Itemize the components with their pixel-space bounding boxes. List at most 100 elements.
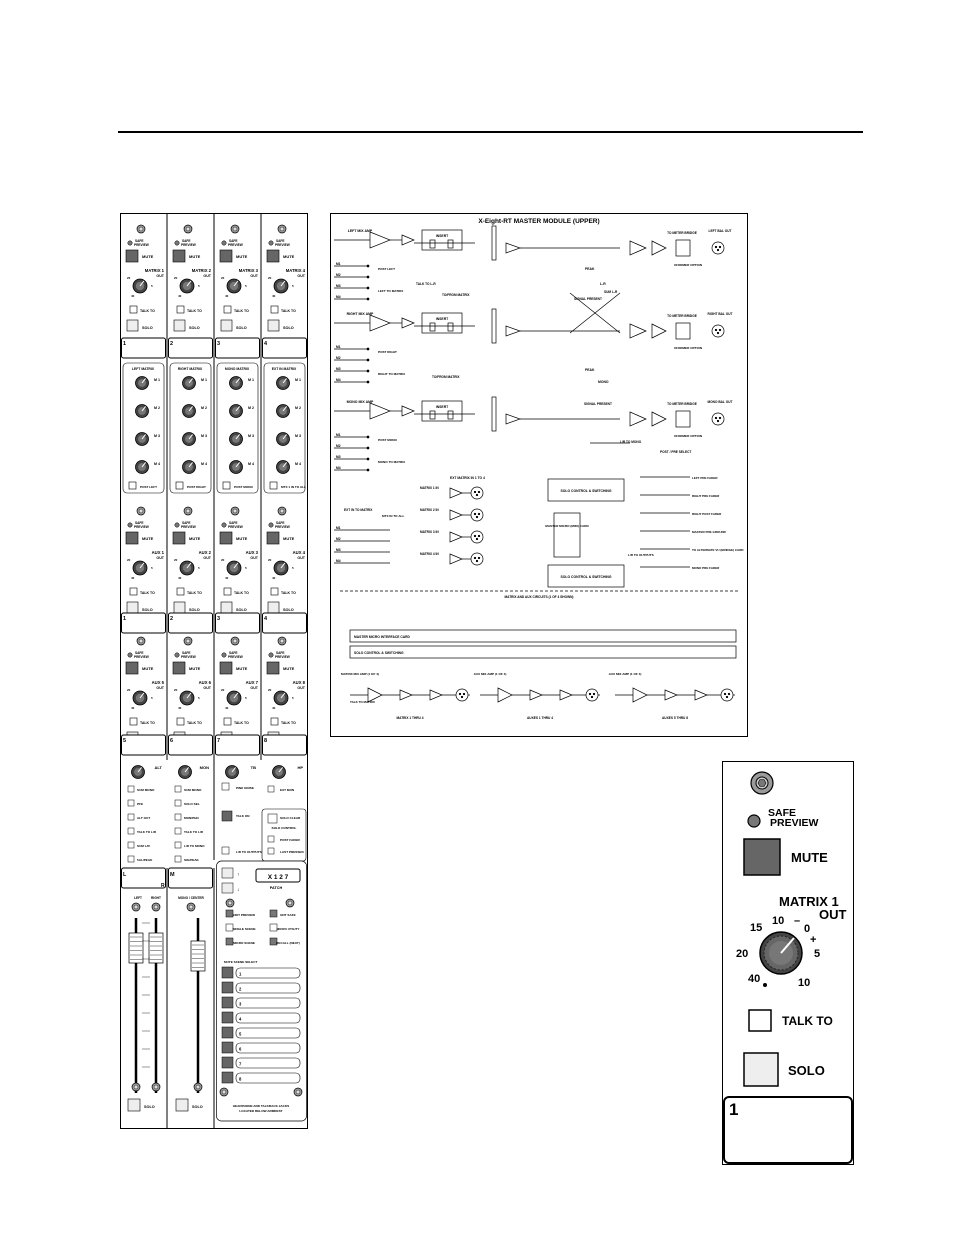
talk-to-button[interactable] xyxy=(748,1009,772,1032)
fader-cap-3[interactable] xyxy=(190,940,206,972)
scene-button-8[interactable] xyxy=(221,1071,234,1084)
aux-b-talk-to-button-2[interactable] xyxy=(176,717,185,726)
matrix-level-knob-1[interactable] xyxy=(132,278,148,294)
lower-2-button-5[interactable] xyxy=(174,841,182,849)
aux-b-level-knob-3[interactable] xyxy=(226,690,242,706)
matrix-send-knob-3-4[interactable] xyxy=(229,460,243,474)
matrix-post-button-1[interactable] xyxy=(128,481,137,490)
matrix-solo-button-4[interactable] xyxy=(267,319,280,332)
matrix-send-knob-1-2[interactable] xyxy=(135,404,149,418)
aux-a-mute-button-4[interactable] xyxy=(266,531,280,545)
lower-1-button-5[interactable] xyxy=(127,841,135,849)
aux-a-level-knob-4[interactable] xyxy=(273,560,289,576)
lower-1-button-2[interactable] xyxy=(127,799,135,807)
scene-ctl-button-3[interactable] xyxy=(225,923,234,932)
scene-button-4[interactable] xyxy=(221,1011,234,1024)
lower-knob-1[interactable] xyxy=(131,765,145,779)
scene-ctl-button-5[interactable] xyxy=(225,937,234,946)
aux-a-level-knob-3[interactable] xyxy=(226,560,242,576)
matrix-level-knob-2[interactable] xyxy=(179,278,195,294)
matrix-send-knob-2-4[interactable] xyxy=(182,460,196,474)
matrix-mute-button-3[interactable] xyxy=(219,249,233,263)
fader-cap-2[interactable] xyxy=(148,932,164,964)
lower-2-button-3[interactable] xyxy=(174,813,182,821)
matrix-solo-button-1[interactable] xyxy=(126,319,139,332)
lower-4-button-1[interactable] xyxy=(267,785,275,793)
matrix-post-button-4[interactable] xyxy=(269,481,278,490)
matrix-send-knob-4-4[interactable] xyxy=(276,460,290,474)
fader-cap-1[interactable] xyxy=(128,932,144,964)
aux-b-level-knob-2[interactable] xyxy=(179,690,195,706)
aux-a-talk-to-button-2[interactable] xyxy=(176,587,185,596)
matrix-send-knob-4-2[interactable] xyxy=(276,404,290,418)
matrix-level-knob-3[interactable] xyxy=(226,278,242,294)
aux-a-solo-button-2[interactable] xyxy=(173,601,186,614)
aux-a-solo-button-1[interactable] xyxy=(126,601,139,614)
patch-up-button[interactable] xyxy=(221,867,234,879)
lower-1-button-1[interactable] xyxy=(127,785,135,793)
matrix-send-knob-1-1[interactable] xyxy=(135,376,149,390)
aux-b-talk-to-button-3[interactable] xyxy=(223,717,232,726)
scene-ctl-button-2[interactable] xyxy=(269,909,278,918)
lower-knob-3[interactable] xyxy=(225,765,239,779)
master-mono-solo-button[interactable] xyxy=(175,1098,189,1112)
aux-b-mute-button-3[interactable] xyxy=(219,661,233,675)
aux-a-mute-button-2[interactable] xyxy=(172,531,186,545)
aux-a-level-knob-2[interactable] xyxy=(179,560,195,576)
aux-a-talk-to-button-1[interactable] xyxy=(129,587,138,596)
mute-button[interactable] xyxy=(743,838,781,876)
matrix-send-knob-2-1[interactable] xyxy=(182,376,196,390)
matrix-talk-to-button-1[interactable] xyxy=(129,305,138,314)
matrix-mute-button-2[interactable] xyxy=(172,249,186,263)
master-lr-solo-button[interactable] xyxy=(127,1098,141,1112)
scene-button-6[interactable] xyxy=(221,1041,234,1054)
solo-button[interactable] xyxy=(743,1052,779,1087)
matrix-send-knob-4-3[interactable] xyxy=(276,432,290,446)
matrix-level-knob[interactable] xyxy=(759,931,803,975)
aux-b-level-knob-1[interactable] xyxy=(132,690,148,706)
scene-button-7[interactable] xyxy=(221,1056,234,1069)
patch-down-button[interactable] xyxy=(221,882,234,894)
lower-2-button-1[interactable] xyxy=(174,785,182,793)
lower-4-button-2[interactable] xyxy=(267,813,278,824)
aux-b-talk-to-button-1[interactable] xyxy=(129,717,138,726)
aux-a-mute-button-1[interactable] xyxy=(125,531,139,545)
aux-a-mute-button-3[interactable] xyxy=(219,531,233,545)
aux-a-solo-button-4[interactable] xyxy=(267,601,280,614)
lower-1-button-6[interactable] xyxy=(127,855,135,863)
lower-2-button-2[interactable] xyxy=(174,799,182,807)
lower-3-button-2[interactable] xyxy=(221,810,233,822)
matrix-talk-to-button-2[interactable] xyxy=(176,305,185,314)
aux-a-talk-to-button-3[interactable] xyxy=(223,587,232,596)
matrix-solo-button-2[interactable] xyxy=(173,319,186,332)
scene-ctl-button-6[interactable] xyxy=(269,937,278,946)
matrix-talk-to-button-4[interactable] xyxy=(270,305,279,314)
matrix-post-button-2[interactable] xyxy=(175,481,184,490)
lower-2-button-6[interactable] xyxy=(174,855,182,863)
matrix-send-knob-3-3[interactable] xyxy=(229,432,243,446)
scene-ctl-button-4[interactable] xyxy=(269,923,278,932)
matrix-send-knob-3-1[interactable] xyxy=(229,376,243,390)
aux-b-talk-to-button-4[interactable] xyxy=(270,717,279,726)
matrix-post-button-3[interactable] xyxy=(222,481,231,490)
matrix-send-knob-1-4[interactable] xyxy=(135,460,149,474)
aux-b-mute-button-2[interactable] xyxy=(172,661,186,675)
scene-button-2[interactable] xyxy=(221,981,234,994)
lower-2-button-4[interactable] xyxy=(174,827,182,835)
matrix-send-knob-2-3[interactable] xyxy=(182,432,196,446)
scene-button-1[interactable] xyxy=(221,966,234,979)
aux-b-mute-button-1[interactable] xyxy=(125,661,139,675)
aux-a-talk-to-button-4[interactable] xyxy=(270,587,279,596)
lower-3-button-1[interactable] xyxy=(221,782,230,791)
matrix-send-knob-1-3[interactable] xyxy=(135,432,149,446)
matrix-level-knob-4[interactable] xyxy=(273,278,289,294)
matrix-talk-to-button-3[interactable] xyxy=(223,305,232,314)
lower-1-button-3[interactable] xyxy=(127,813,135,821)
matrix-send-knob-2-2[interactable] xyxy=(182,404,196,418)
aux-b-level-knob-4[interactable] xyxy=(273,690,289,706)
lower-knob-2[interactable] xyxy=(178,765,192,779)
aux-a-solo-button-3[interactable] xyxy=(220,601,233,614)
matrix-mute-button-4[interactable] xyxy=(266,249,280,263)
lower-3-button-3[interactable] xyxy=(221,846,230,855)
matrix-send-knob-4-1[interactable] xyxy=(276,376,290,390)
